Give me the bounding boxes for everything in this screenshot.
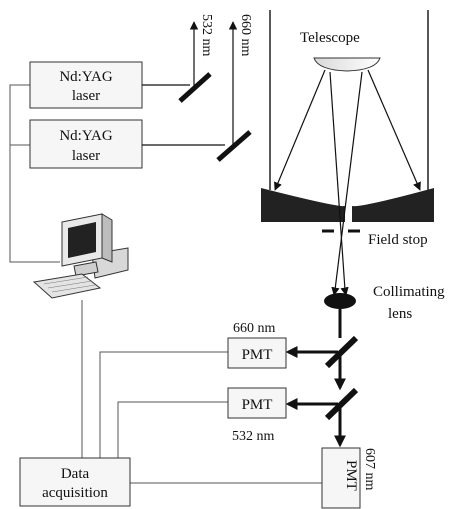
daq-label-line2: acquisition [42,485,108,501]
pmt-532: PMT [227,387,287,419]
wl-607-label: 607 nm [362,448,377,491]
telescope [261,10,434,296]
dichroic-532 [324,387,359,421]
daq-label-line1: Data [61,466,90,482]
laser-beams [142,21,238,148]
collimating-label-line1: Collimating [373,284,445,300]
out-532-label: 532 nm [199,14,214,57]
wl-660-label: 660 nm [233,321,276,336]
pmt-660: PMT [227,337,287,369]
steering-mirrors [178,72,252,162]
pmt-660-label: PMT [242,347,273,363]
mirror-532 [178,72,212,103]
dichroic-mirrors [324,335,359,421]
laser-2-label-line2: laser [72,148,100,164]
pmt-607: PMT [321,447,361,509]
laser-1: Nd:YAG laser [29,61,143,109]
collimating-label-line2: lens [388,306,412,322]
laser-1-label-line1: Nd:YAG [59,69,113,85]
dichroic-660 [324,335,359,369]
field-stop-label: Field stop [368,232,428,248]
secondary-mirror [313,57,381,72]
primary-mirror-right [352,188,434,222]
collimating-lens [324,293,356,309]
laser-2: Nd:YAG laser [29,119,143,169]
control-wiring [9,84,322,484]
primary-mirror [261,188,345,222]
wl-532-label: 532 nm [232,429,275,444]
telescope-label: Telescope [300,30,360,46]
receiver-beam-path [285,309,346,448]
out-660-label: 660 nm [238,14,253,57]
pmt-532-label: PMT [242,397,273,413]
laser-2-label-line1: Nd:YAG [59,128,113,144]
data-acquisition: Data acquisition [19,457,131,507]
laser-1-label-line2: laser [72,88,100,104]
mirror-660 [216,130,252,162]
pmt-607-label: PMT [343,460,359,491]
computer-icon [32,213,129,299]
